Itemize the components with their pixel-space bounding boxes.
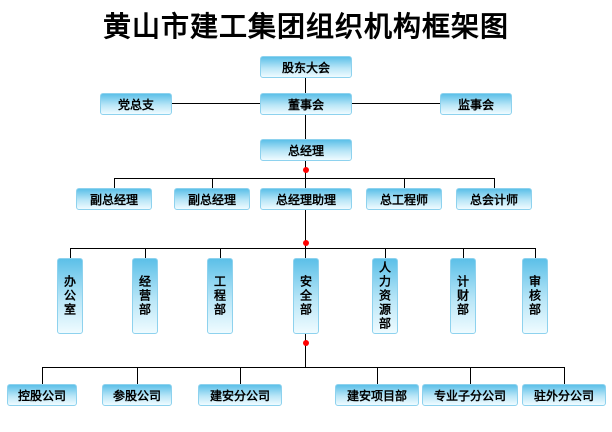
connector-stub-finance-dept (463, 248, 464, 259)
connector-stub-jianan-branch (240, 367, 241, 384)
connector-depts-bottom (305, 334, 306, 368)
connector-depts-horizontal (70, 248, 536, 249)
connector-level4-depts (305, 210, 306, 249)
connector-stub-business-dept (145, 248, 146, 259)
node-engineering-dept: 工程部 (207, 258, 233, 334)
node-shareholders-meeting: 股东大会 (260, 56, 352, 78)
connector-stub-gm-assistant (305, 178, 306, 189)
connector-level4-horizontal (114, 178, 495, 179)
page-title: 黄山市建工集团组织机构框架图 (102, 11, 509, 42)
node-safety-dept: 安全部 (293, 258, 319, 334)
node-supervisory-board: 监事会 (440, 93, 512, 115)
connector-stub-audit-dept (535, 248, 536, 259)
node-general-manager: 总经理 (260, 139, 352, 161)
junction-dot-gm (303, 167, 309, 173)
connector-stub-shareholding-company (137, 367, 138, 384)
node-deputy-gm-1: 副总经理 (76, 188, 152, 210)
node-finance-dept: 计财部 (450, 258, 476, 334)
junction-dot-bottom (303, 340, 309, 346)
node-overseas-branch: 驻外分公司 (522, 384, 606, 406)
node-party-branch: 党总支 (100, 93, 172, 115)
connector-stub-engineering-dept (220, 248, 221, 259)
node-chief-accountant: 总会计师 (456, 188, 532, 210)
connector-shareholders-board (305, 78, 306, 93)
connector-stub-office (70, 248, 71, 259)
connector-stub-chief-accountant (494, 178, 495, 189)
connector-stub-safety-dept (305, 248, 306, 259)
node-jianan-project-dept: 建安项目部 (335, 384, 419, 406)
junction-dot-depts (303, 240, 309, 246)
node-gm-assistant: 总经理助理 (260, 188, 352, 210)
node-deputy-gm-2: 副总经理 (174, 188, 250, 210)
node-hr-dept: 人力资源部 (372, 258, 398, 334)
node-business-dept: 经营部 (132, 258, 158, 334)
node-professional-sub-branch: 专业子分公司 (422, 384, 518, 406)
node-holding-company: 控股公司 (7, 384, 77, 406)
connector-stub-hr-dept (385, 248, 386, 259)
connector-stub-deputy-gm-2 (212, 178, 213, 189)
node-jianan-branch: 建安分公司 (198, 384, 282, 406)
connector-stub-holding-company (42, 367, 43, 384)
node-shareholding-company: 参股公司 (102, 384, 172, 406)
connector-stub-deputy-gm-1 (114, 178, 115, 189)
connector-stub-overseas-branch (564, 367, 565, 384)
node-chief-engineer: 总工程师 (366, 188, 442, 210)
connector-stub-jianan-project-dept (377, 367, 378, 384)
node-audit-dept: 审核部 (522, 258, 548, 334)
node-board-of-directors: 董事会 (260, 93, 352, 115)
connector-stub-professional-sub-branch (470, 367, 471, 384)
connector-stub-chief-engineer (404, 178, 405, 189)
connector-bottom-horizontal (42, 367, 565, 368)
node-office: 办公室 (57, 258, 83, 334)
connector-board-gm (305, 115, 306, 139)
